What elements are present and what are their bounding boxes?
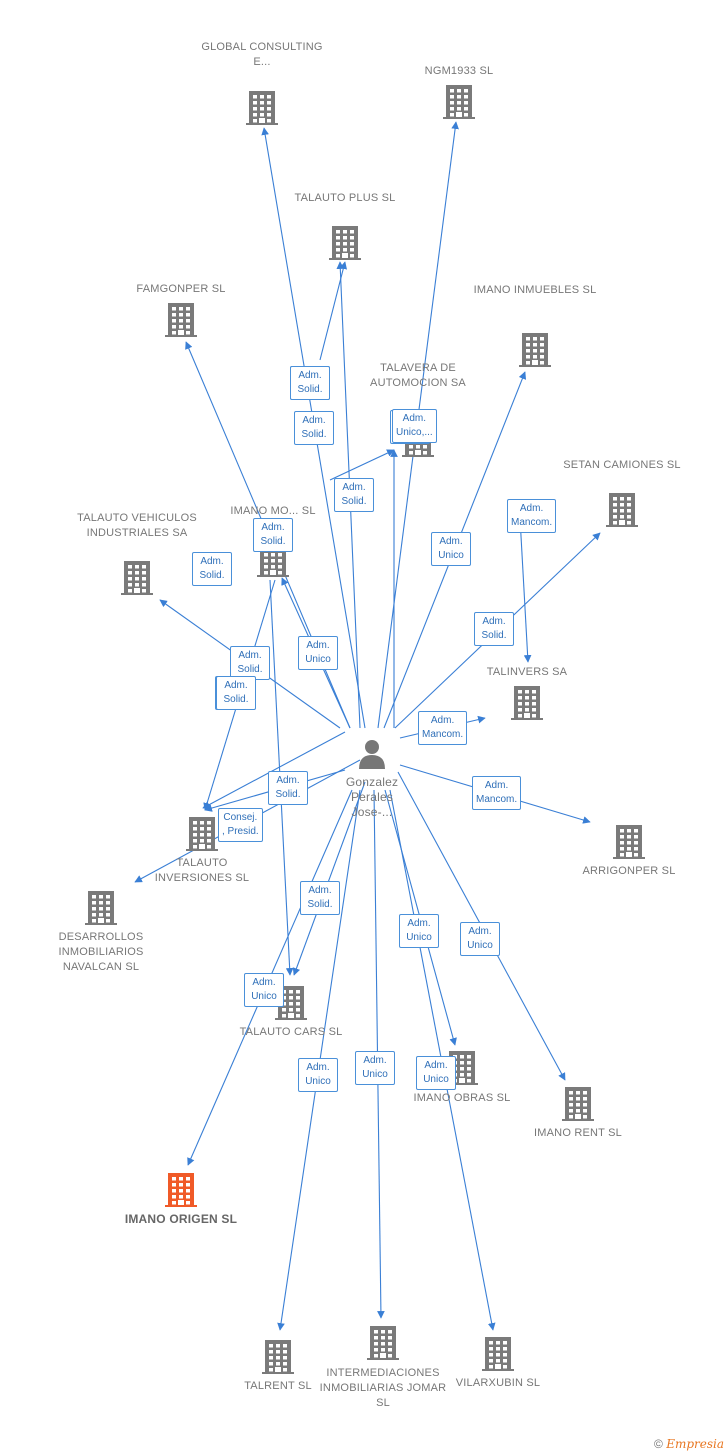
building-icon-intermediaciones[interactable] <box>367 1326 399 1360</box>
edge-label-talauto_inversiones[interactable]: Adm.Solid. <box>216 676 256 710</box>
building-icon-talrent[interactable] <box>262 1340 294 1374</box>
company-label-arrigonper[interactable]: ARRIGONPER SL <box>582 865 676 877</box>
edge-label-imano_inmuebles[interactable]: Adm.Unico <box>431 532 471 566</box>
edge-label-talauto_plus[interactable]: Adm.Solid. <box>294 411 334 445</box>
edge-label-famgonper[interactable]: Adm.Unico <box>298 636 338 670</box>
edge-label-talrent[interactable]: Adm.Unico <box>298 1058 338 1092</box>
brand-logo[interactable]: Empresia <box>666 1437 724 1451</box>
company-label-talavera[interactable]: TALAVERA DE AUTOMOCION SA <box>370 362 466 389</box>
edge-line-talauto_plus <box>319 261 348 361</box>
company-label-intermediaciones[interactable]: INTERMEDIACIONES INMOBILIARIAS JOMAR SL <box>319 1367 447 1409</box>
company-label-ngm[interactable]: NGM1933 SL <box>424 65 494 77</box>
edge-label-talauto_cars[interactable]: Adm.Solid. <box>268 771 308 805</box>
company-label-imano_rent[interactable]: IMANO RENT SL <box>534 1127 622 1139</box>
edge-label-setan[interactable]: Adm.Solid. <box>474 612 514 646</box>
company-label-imano_obras[interactable]: IMANO OBRAS SL <box>413 1092 511 1104</box>
edge-line-talinvers <box>519 517 532 663</box>
edge-label-arrigonper[interactable]: Adm.Mancom. <box>472 776 522 810</box>
edge-label-talauto_inversiones[interactable]: Consej., Presid. <box>218 808 263 842</box>
edge-label-imano_obras[interactable]: Adm.Unico <box>399 914 439 948</box>
building-icon-ngm[interactable] <box>443 85 475 119</box>
edge-label-talauto_vehiculos[interactable]: Adm.Solid. <box>192 552 232 586</box>
edge-label-talauto_cars[interactable]: Adm.Solid. <box>300 881 340 915</box>
company-label-imano_mo[interactable]: IMANO MO... SL <box>230 505 316 517</box>
edge-label-imano_mo[interactable]: Adm.Solid. <box>253 518 293 552</box>
company-label-talauto_plus[interactable]: TALAUTO PLUS SL <box>294 192 396 204</box>
building-icon-talauto_plus[interactable] <box>329 226 361 260</box>
edge-line-talavera <box>329 449 395 481</box>
footer: © Empresia <box>654 1437 724 1451</box>
company-label-talauto_cars[interactable]: TALAUTO CARS SL <box>239 1026 343 1038</box>
company-label-desarrollos[interactable]: DESARROLLOS INMOBILIARIOS NAVALCAN SL <box>58 931 144 973</box>
edge-label-vilarxubin[interactable]: Adm.Unico <box>416 1056 456 1090</box>
edge-label-talauto_inversiones[interactable]: Adm.Solid. <box>230 646 270 680</box>
company-label-famgonper[interactable]: FAMGONPER SL <box>136 283 226 295</box>
building-icon-imano_inmuebles[interactable] <box>519 333 551 367</box>
company-label-talrent[interactable]: TALRENT SL <box>244 1380 312 1392</box>
company-label-global[interactable]: GLOBAL CONSULTING E... <box>201 41 323 68</box>
edge-label-talauto_plus[interactable]: Adm.Solid. <box>290 366 330 400</box>
edge-label-talinvers[interactable]: Adm.Mancom. <box>418 711 468 745</box>
company-label-vilarxubin[interactable]: VILARXUBIN SL <box>455 1377 541 1389</box>
edge-line-talauto_cars <box>292 781 366 976</box>
copyright-symbol: © <box>654 1437 663 1451</box>
building-icon-talauto_vehiculos[interactable] <box>121 561 153 595</box>
building-icon-desarrollos[interactable] <box>85 891 117 925</box>
building-icon-vilarxubin[interactable] <box>482 1337 514 1371</box>
edge-label-talinvers[interactable]: Adm.Mancom. <box>507 499 557 533</box>
edge-line-talauto_inversiones <box>202 731 346 809</box>
edge-label-intermediaciones[interactable]: Adm.Unico <box>355 1051 395 1085</box>
building-icon-imano_rent[interactable] <box>562 1087 594 1121</box>
company-label-setan[interactable]: SETAN CAMIONES SL <box>563 459 681 471</box>
building-icon-setan[interactable] <box>606 493 638 527</box>
person-icon[interactable] <box>359 740 385 769</box>
building-icon-imano_origen[interactable] <box>165 1173 197 1207</box>
company-label-talauto_inversiones[interactable]: TALAUTO INVERSIONES SL <box>154 857 250 884</box>
company-label-imano_inmuebles[interactable]: IMANO INMUEBLES SL <box>473 284 597 296</box>
building-icon-famgonper[interactable] <box>165 303 197 337</box>
building-icon-global[interactable] <box>246 91 278 125</box>
company-label-talinvers[interactable]: TALINVERS SA <box>486 666 568 678</box>
edge-label-imano_origen[interactable]: Adm.Unico <box>244 973 284 1007</box>
edge-label-talavera[interactable]: Adm.Unico,... <box>392 409 437 443</box>
company-label-imano_origen[interactable]: IMANO ORIGEN SL <box>124 1212 238 1226</box>
building-icon-arrigonper[interactable] <box>613 825 645 859</box>
edge-label-talavera[interactable]: Adm.Solid. <box>334 478 374 512</box>
building-icon-talinvers[interactable] <box>511 686 543 720</box>
edge-label-imano_rent[interactable]: Adm.Unico <box>460 922 500 956</box>
company-label-talauto_vehiculos[interactable]: TALAUTO VEHICULOS INDUSTRIALES SA <box>77 512 197 539</box>
building-icon-talauto_inversiones[interactable] <box>186 817 218 851</box>
